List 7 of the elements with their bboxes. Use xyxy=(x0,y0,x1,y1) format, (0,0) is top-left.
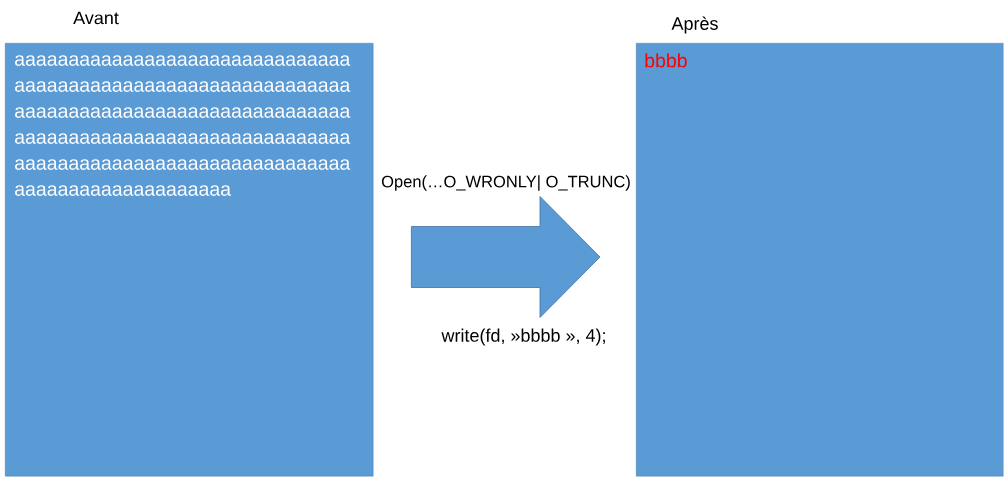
file-box: aaaaaaaaaaaaaaaaaaaaaaaaaaaaaaa aaaaaaaaaaaaaaaaaaaaaaaaaaaaaaa aaaaaaaaaaaaaaaaaaaaaaaaaaaaaaa aaaaaaaaaaaaaaaaaaaaaaaaaaaaaaa aaaaaaaaaaaaaaaaaaaaaaaaaaaaaaa aaaaaaaaaaaaaaaaaaaa xyxy=(5,43,374,477)
code-label: write(fd, »bbbb », 4); xyxy=(441,328,605,346)
block-arrow xyxy=(411,196,601,318)
edge-label: Open(…O_WRONLY| O_TRUNC) xyxy=(381,175,630,191)
file-box: bbbb xyxy=(636,43,1004,477)
box-heading: Avant xyxy=(73,11,119,25)
box-heading: Après xyxy=(671,16,718,34)
